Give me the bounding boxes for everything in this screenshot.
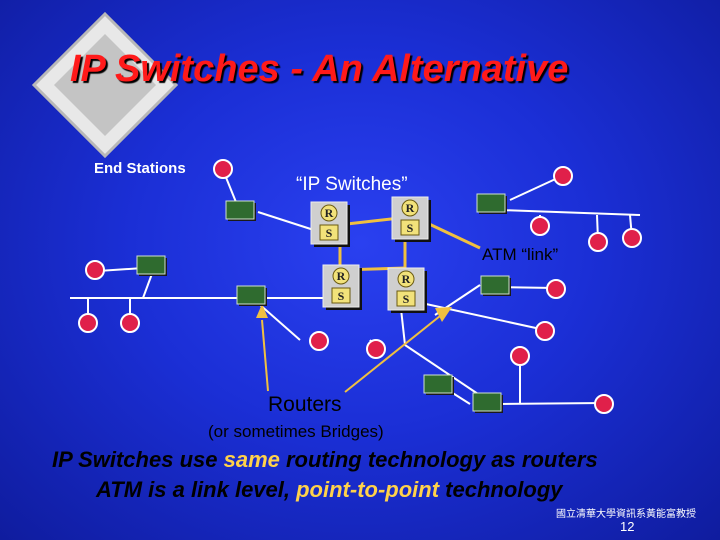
router-icon bbox=[225, 200, 255, 220]
ip-switch-letter-s: S bbox=[326, 226, 333, 240]
end-station-icon bbox=[530, 216, 550, 236]
access-link bbox=[499, 402, 605, 405]
end-station-icon bbox=[120, 313, 140, 333]
end-station-icon bbox=[85, 260, 105, 280]
body-line-2-pre: ATM is a link level, bbox=[96, 477, 297, 502]
end-station-icon bbox=[510, 346, 530, 366]
end-station-icon bbox=[309, 331, 329, 351]
body-line-1: IP Switches use same routing technology … bbox=[52, 447, 598, 473]
routers-note: (or sometimes Bridges) bbox=[208, 422, 384, 441]
end-station-icon bbox=[535, 321, 555, 341]
ip-switch-icon: RS bbox=[310, 201, 350, 247]
body-line-1-highlight: same bbox=[223, 447, 280, 472]
router-icon bbox=[423, 374, 453, 394]
end-stations-label: End Stations bbox=[94, 160, 186, 177]
access-link bbox=[404, 344, 479, 395]
ip-switch-letter-r: R bbox=[337, 269, 346, 283]
ip-switch-router-part bbox=[332, 267, 350, 285]
end-station-icon bbox=[78, 313, 98, 333]
end-station-icon bbox=[366, 339, 386, 359]
end-station-icon bbox=[622, 228, 642, 248]
router-icon bbox=[472, 392, 502, 412]
ip-switch-switch-part bbox=[396, 290, 416, 307]
ip-switch-router-part bbox=[397, 270, 415, 288]
body-line-1-post: routing technology as routers bbox=[279, 447, 598, 472]
routers-pointer bbox=[344, 311, 446, 393]
ip-switch-letter-r: R bbox=[325, 206, 334, 220]
body-line-1-pre: IP Switches use bbox=[52, 447, 224, 472]
ip-switch-letter-r: R bbox=[402, 272, 411, 286]
ip-switch-router-part bbox=[401, 199, 419, 217]
lan-segment bbox=[499, 209, 641, 216]
router-icon bbox=[480, 275, 510, 295]
ip-switch-switch-part bbox=[400, 219, 420, 236]
end-station-icon bbox=[553, 166, 573, 186]
ip-switch-icon: RS bbox=[391, 196, 431, 242]
body-line-2: ATM is a link level, point-to-point tech… bbox=[96, 477, 563, 503]
body-line-2-post: technology bbox=[439, 477, 563, 502]
router-icon bbox=[136, 255, 166, 275]
routers-label: Routers bbox=[268, 393, 342, 416]
access-link bbox=[509, 175, 563, 201]
ip-switches-label: “IP Switches” bbox=[296, 174, 408, 195]
ip-switch-icon: RS bbox=[387, 267, 427, 313]
atm-link-label: ATM “link” bbox=[482, 245, 559, 264]
slide-title: IP Switches - An Alternative bbox=[70, 48, 569, 90]
body-line-2-highlight: point-to-point bbox=[296, 477, 440, 502]
ip-switch-letter-s: S bbox=[403, 292, 410, 306]
end-station-icon bbox=[588, 232, 608, 252]
atm-link-pointer bbox=[426, 221, 481, 250]
router-icon bbox=[476, 193, 506, 213]
ip-switch-letter-r: R bbox=[406, 201, 415, 215]
ip-switch-switch-part bbox=[331, 287, 351, 304]
ip-switch-switch-part bbox=[319, 224, 339, 241]
end-station-icon bbox=[546, 279, 566, 299]
ip-switch-letter-s: S bbox=[407, 221, 414, 235]
ip-switch-router-part bbox=[320, 204, 338, 222]
end-station-icon bbox=[213, 159, 233, 179]
router-icon bbox=[236, 285, 266, 305]
page-number: 12 bbox=[620, 519, 635, 534]
ip-switch-icon: RS bbox=[322, 264, 362, 310]
footer-institution: 國立清華大學資訊系黃能富教授 bbox=[556, 509, 696, 520]
pointer-arrowhead bbox=[435, 307, 452, 322]
pointer-arrowhead bbox=[256, 304, 268, 318]
ip-switch-letter-s: S bbox=[338, 289, 345, 303]
end-station-icon bbox=[594, 394, 614, 414]
access-link bbox=[257, 211, 321, 233]
routers-pointer bbox=[261, 319, 269, 392]
